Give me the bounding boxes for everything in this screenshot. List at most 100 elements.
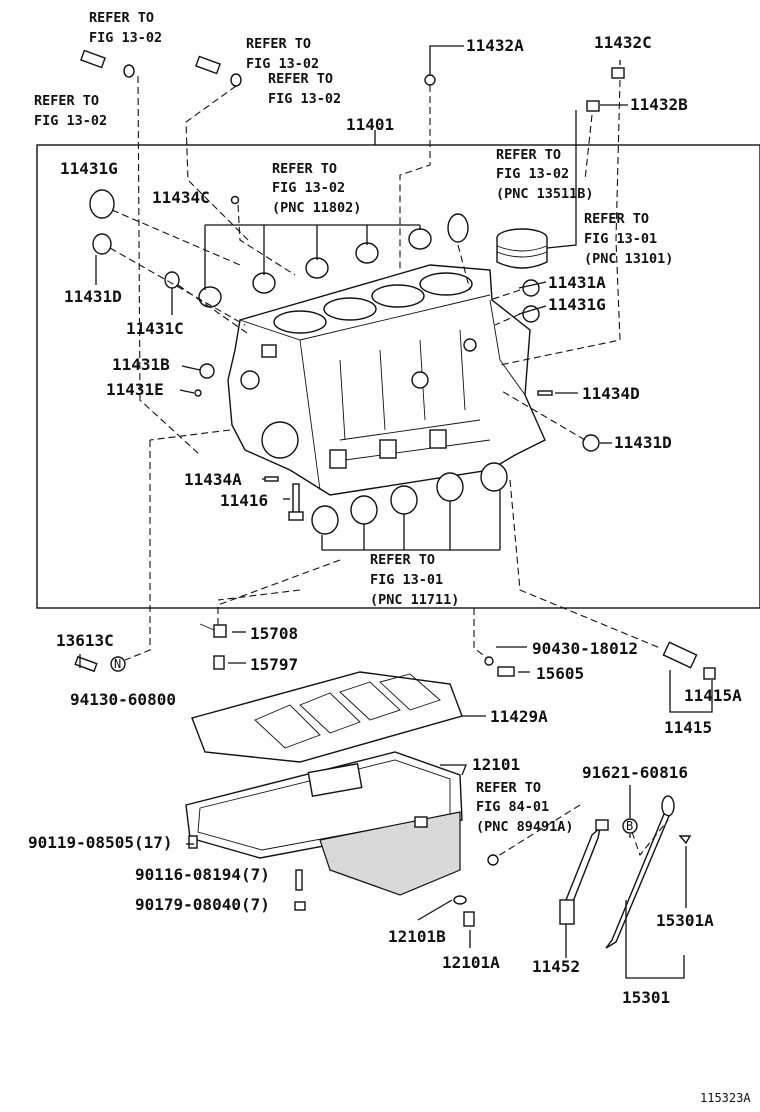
plug-11432C [611, 67, 625, 79]
svg-text:FIG 13-02: FIG 13-02 [496, 166, 569, 182]
pin-11434D [537, 390, 553, 396]
svg-text:(PNC 11802): (PNC 11802) [272, 200, 361, 216]
plug-15797 [213, 655, 225, 670]
refer-6: REFER TO FIG 13-02 (PNC 13511B) [496, 147, 594, 202]
plug-11431C [164, 271, 180, 289]
label-11431B: 11431B [112, 355, 170, 374]
bolt-11416 [288, 483, 304, 521]
plug-11432A [424, 74, 436, 86]
oil-pan [185, 751, 463, 896]
label-11432A: 11432A [466, 36, 524, 55]
label-15301A: 15301A [656, 911, 714, 930]
washer-90179 [294, 901, 306, 911]
svg-text:REFER TO: REFER TO [584, 211, 649, 227]
svg-text:FIG 84-01: FIG 84-01 [476, 799, 549, 815]
label-15605: 15605 [536, 664, 584, 683]
cylinder-block [227, 264, 546, 496]
svg-text:FIG 13-01: FIG 13-01 [584, 231, 657, 247]
gasket-12101B [453, 895, 467, 905]
oring-15301A [678, 835, 692, 845]
svg-text:(PNC 13101): (PNC 13101) [584, 251, 673, 267]
refer-8: REFER TO FIG 13-01 (PNC 11711) [370, 552, 459, 608]
label-11431G-top: 11431G [60, 159, 118, 178]
svg-text:REFER TO: REFER TO [476, 780, 541, 796]
bolt-90116 [295, 869, 303, 891]
label-11434A: 11434A [184, 470, 242, 489]
svg-text:REFER TO: REFER TO [246, 36, 311, 52]
svg-text:(PNC 11711): (PNC 11711) [370, 592, 459, 608]
svg-text:FIG 13-02: FIG 13-02 [268, 91, 341, 107]
label-90430: 90430-18012 [532, 639, 638, 658]
circle-N [110, 656, 126, 672]
refer-9: REFER TO FIG 84-01 (PNC 89491A) [476, 780, 574, 835]
refer-1: REFER TO FIG 13-02 [89, 10, 162, 46]
svg-text:REFER TO: REFER TO [268, 71, 333, 87]
label-90179: 90179-08040(7) [135, 895, 270, 914]
svg-text:(PNC 13511B): (PNC 13511B) [496, 186, 594, 202]
label-15301: 15301 [622, 988, 670, 1007]
circle-N-letter: N [114, 657, 121, 671]
dipstick-guide [559, 819, 609, 925]
svg-text:FIG 13-02: FIG 13-02 [246, 56, 319, 72]
plug-11434C [230, 195, 240, 205]
label-11416: 11416 [220, 491, 268, 510]
label-11415A: 11415A [684, 686, 742, 705]
footer-code: 115323A [700, 1091, 751, 1105]
label-15797: 15797 [250, 655, 298, 674]
svg-text:REFER TO: REFER TO [496, 147, 561, 163]
leader-lines [79, 45, 713, 979]
svg-text:REFER TO: REFER TO [272, 161, 337, 177]
plug-11431G-right [522, 305, 540, 323]
svg-text:FIG 13-02: FIG 13-02 [34, 113, 107, 129]
pin-11434A [264, 476, 279, 482]
sensor-15708 [199, 623, 227, 638]
label-11401: 11401 [346, 115, 394, 134]
bolt-ref1 [80, 49, 135, 78]
clip-89491A [487, 854, 499, 866]
label-11431A: 11431A [548, 273, 606, 292]
piston [496, 228, 548, 269]
label-11431D-right: 11431D [614, 433, 672, 452]
label-11432C: 11432C [594, 33, 652, 52]
label-12101B: 12101B [388, 927, 446, 946]
label-90119: 90119-08505(17) [28, 833, 173, 852]
plug-13511B [447, 213, 469, 243]
label-11429A: 11429A [490, 707, 548, 726]
circle-B [622, 818, 638, 834]
bolt-15605 [484, 656, 515, 677]
label-90116: 90116-08194(7) [135, 865, 270, 884]
dipstick [605, 795, 675, 949]
svg-text:REFER TO: REFER TO [370, 552, 435, 568]
plug-11431B [199, 363, 215, 379]
label-11431E: 11431E [106, 380, 164, 399]
label-91621: 91621-60816 [582, 763, 688, 782]
svg-text:REFER TO: REFER TO [89, 10, 154, 26]
bolt-ref2 [195, 55, 242, 87]
plug-11431G-top [89, 189, 115, 219]
label-94130: 94130-60800 [70, 690, 176, 709]
dashed-leaders [109, 75, 669, 857]
label-11431G-right: 11431G [548, 295, 606, 314]
refer-7: REFER TO FIG 13-01 (PNC 13101) [584, 211, 673, 267]
baffle-plate [191, 671, 463, 763]
label-11431C: 11431C [126, 319, 184, 338]
bolt-13613C [74, 655, 98, 673]
block-frame [36, 144, 760, 609]
refer-2: REFER TO FIG 13-02 [34, 93, 107, 129]
label-12101: 12101 [472, 755, 520, 774]
label-11434D: 11434D [582, 384, 640, 403]
label-13613C: 13613C [56, 631, 114, 650]
plug-11431E [194, 389, 202, 397]
plug-11431A [522, 279, 540, 297]
svg-text:FIG 13-02: FIG 13-02 [272, 180, 345, 196]
label-11432B: 11432B [630, 95, 688, 114]
refer-3: REFER TO FIG 13-02 [246, 36, 319, 72]
label-15708: 15708 [250, 624, 298, 643]
label-11434C: 11434C [152, 188, 210, 207]
drain-plug-12101A [463, 911, 475, 927]
circle-B-letter: B [626, 819, 633, 833]
main-bearings [311, 462, 508, 535]
svg-text:FIG 13-01: FIG 13-01 [370, 572, 443, 588]
plug-11431D-right [582, 434, 600, 452]
svg-text:REFER TO: REFER TO [34, 93, 99, 109]
